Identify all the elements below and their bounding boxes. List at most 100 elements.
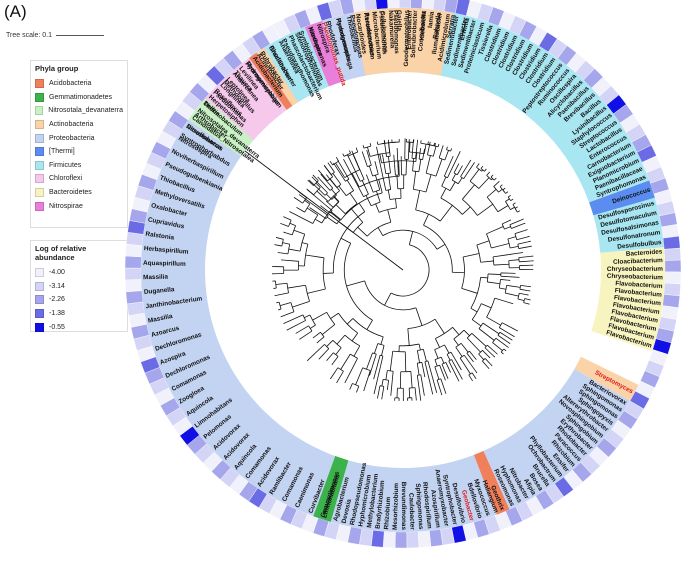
tree-branch <box>293 197 297 200</box>
tree-branch <box>427 141 429 145</box>
tree-branch <box>422 151 425 160</box>
tree-branch <box>304 314 311 319</box>
tree-branch <box>416 375 421 394</box>
tree-branch <box>379 154 382 163</box>
tree-branch <box>463 329 470 336</box>
tree-branch <box>382 154 384 158</box>
tree-branch <box>368 165 373 177</box>
phylum-sector <box>591 247 665 351</box>
tree-branch <box>329 211 341 221</box>
tree-branch <box>486 316 501 326</box>
tree-branch <box>274 244 278 246</box>
tree-branch <box>296 207 300 210</box>
abundance-cell <box>124 255 142 269</box>
tree-branch <box>362 145 365 149</box>
abundance-cell <box>375 0 389 10</box>
tree-branch <box>499 184 503 187</box>
abundance-cell <box>394 531 408 549</box>
tree-branch <box>283 311 295 317</box>
tree-branch <box>333 195 340 202</box>
tree-branch <box>424 361 429 377</box>
tree-branch <box>346 280 365 287</box>
tree-branch <box>382 229 438 250</box>
tree-branch <box>369 370 372 376</box>
tree-branch <box>356 389 358 393</box>
tree-branch <box>411 142 414 159</box>
tree-branch <box>457 163 460 167</box>
tree-branch <box>444 150 449 161</box>
tree-branch <box>318 336 325 342</box>
tree-branch <box>381 345 385 356</box>
abundance-legend-label: -3.14 <box>49 282 65 290</box>
tree-branch <box>365 174 368 178</box>
tree-branch <box>466 352 473 360</box>
tree-branch <box>307 288 326 294</box>
phylum-sectors <box>141 7 665 532</box>
phyla-legend-item: Proteobacteria <box>35 131 123 145</box>
tree-branch <box>376 146 383 175</box>
tree-branch <box>509 338 513 341</box>
tree-branch <box>310 324 316 329</box>
tree-branch <box>284 259 299 262</box>
phyla-legend-label: Proteobacteria <box>49 134 95 142</box>
tree-branch <box>343 159 357 184</box>
phyla-legend-swatch <box>35 174 44 184</box>
tree-branch <box>423 213 429 226</box>
phylum-sector <box>483 369 630 510</box>
phylum-sector <box>304 20 342 87</box>
tree-branch <box>508 219 512 222</box>
taxon-label: Caulobacter <box>407 493 415 531</box>
tree-branch <box>429 141 431 145</box>
tree-branch <box>416 363 420 376</box>
abundance-ring <box>124 0 682 549</box>
tree-branch <box>505 345 509 348</box>
tree-branch <box>367 177 374 193</box>
tree-branch <box>384 143 387 157</box>
tree-branch <box>524 229 528 231</box>
phyla-legend-swatch <box>35 106 44 116</box>
tree-branch <box>431 374 438 393</box>
phyla-legend-swatch <box>35 160 44 170</box>
tree-branch <box>336 380 339 384</box>
tree-branch <box>330 312 339 319</box>
tree-branch <box>440 378 446 392</box>
abundance-legend-swatch <box>35 309 44 319</box>
tree-branch <box>421 362 425 375</box>
taxon-label: Gaiella <box>395 10 402 32</box>
tree-branch <box>322 176 334 189</box>
tree-branch <box>450 150 461 171</box>
tree-branch <box>438 148 443 159</box>
tree-branch <box>510 302 514 305</box>
tree-branch <box>452 271 465 274</box>
taxon-label: Enterobacter <box>406 9 414 49</box>
tree-branch <box>507 341 511 344</box>
tree-branch <box>376 190 381 203</box>
tree-branch <box>346 154 349 157</box>
tree-branch <box>381 379 384 387</box>
tree-branch <box>462 253 480 258</box>
tree-branch <box>382 174 387 191</box>
tree-branch <box>514 206 518 209</box>
phyla-legend-label: Nitrosotala_devanaterra <box>48 107 123 115</box>
tree-branch <box>352 318 384 338</box>
phylum-sector <box>205 58 287 141</box>
tree-branch <box>335 157 339 161</box>
taxon-label: Geodermatophilus <box>403 10 411 67</box>
tree-branch <box>500 348 505 353</box>
phyla-legend-swatch <box>35 188 44 198</box>
tree-branch <box>313 178 328 194</box>
phyla-legend-label: Bacteroidetes <box>49 189 92 197</box>
tree-branch <box>477 163 480 167</box>
abundance-cell <box>661 224 680 239</box>
phyla-legend-label: Gemmatimonadetes <box>49 93 113 101</box>
tree-branch <box>446 354 451 361</box>
tree-branch <box>331 362 334 366</box>
tree-branch <box>333 196 340 203</box>
tree-branch <box>375 174 381 191</box>
tree-branch <box>306 352 317 362</box>
taxon-label: Ralstonia <box>145 231 175 242</box>
tree-branch <box>505 292 519 297</box>
tree-branch <box>474 370 478 374</box>
tree-branch <box>410 371 413 388</box>
tree-branch <box>497 205 509 213</box>
